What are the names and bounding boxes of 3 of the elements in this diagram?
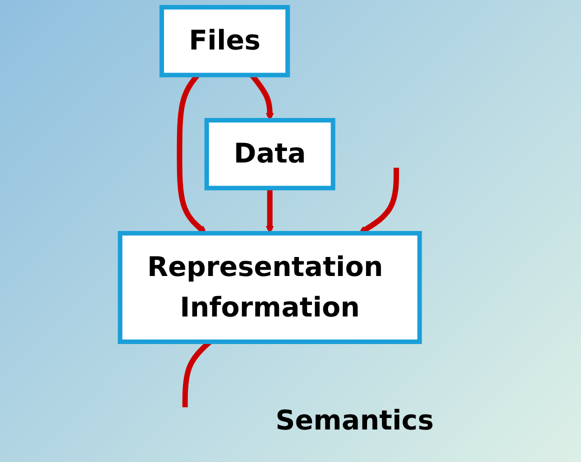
node-box [118,231,422,344]
node-box [159,4,290,78]
node-box [204,118,336,190]
